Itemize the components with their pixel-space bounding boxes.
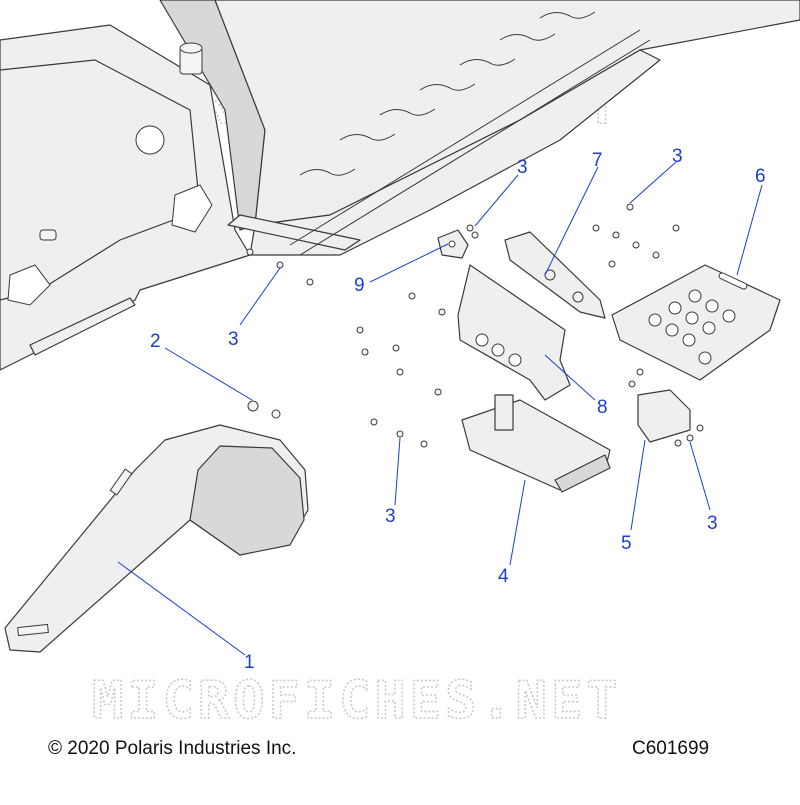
callout-1: 1 [244, 652, 255, 673]
leader-lines [117, 161, 763, 656]
part-1-cover [4, 424, 309, 653]
callout-5: 5 [621, 533, 632, 554]
part-7-bracket [504, 231, 606, 319]
callout-3-c: 3 [385, 506, 396, 527]
drawing-id: C601699 [632, 738, 710, 759]
callout-7: 7 [592, 150, 603, 171]
copyright-text: © 2020 Polaris Industries Inc. [48, 738, 297, 759]
callout-3-d: 3 [707, 513, 718, 534]
part-8-guard [457, 264, 571, 401]
callout-8: 8 [597, 397, 608, 418]
callout-9: 9 [354, 275, 365, 296]
callout-6: 6 [755, 166, 766, 187]
callout-3-b: 3 [228, 329, 239, 350]
part-9-clip [437, 229, 469, 259]
watermark-bottom: MICROFICHES.NET [92, 671, 622, 731]
callouts: 1 2 3 3 3 3 3 4 5 6 7 8 9 [150, 146, 766, 673]
fasteners [246, 203, 704, 448]
chassis-frame [0, 0, 800, 371]
part-5-plate [637, 389, 691, 443]
callout-4: 4 [498, 566, 509, 587]
part-6-plate [611, 264, 781, 381]
callout-2: 2 [150, 331, 161, 352]
part-4-bracket [461, 394, 611, 493]
callout-3-a: 3 [517, 157, 528, 178]
callout-3-e: 3 [672, 146, 683, 167]
